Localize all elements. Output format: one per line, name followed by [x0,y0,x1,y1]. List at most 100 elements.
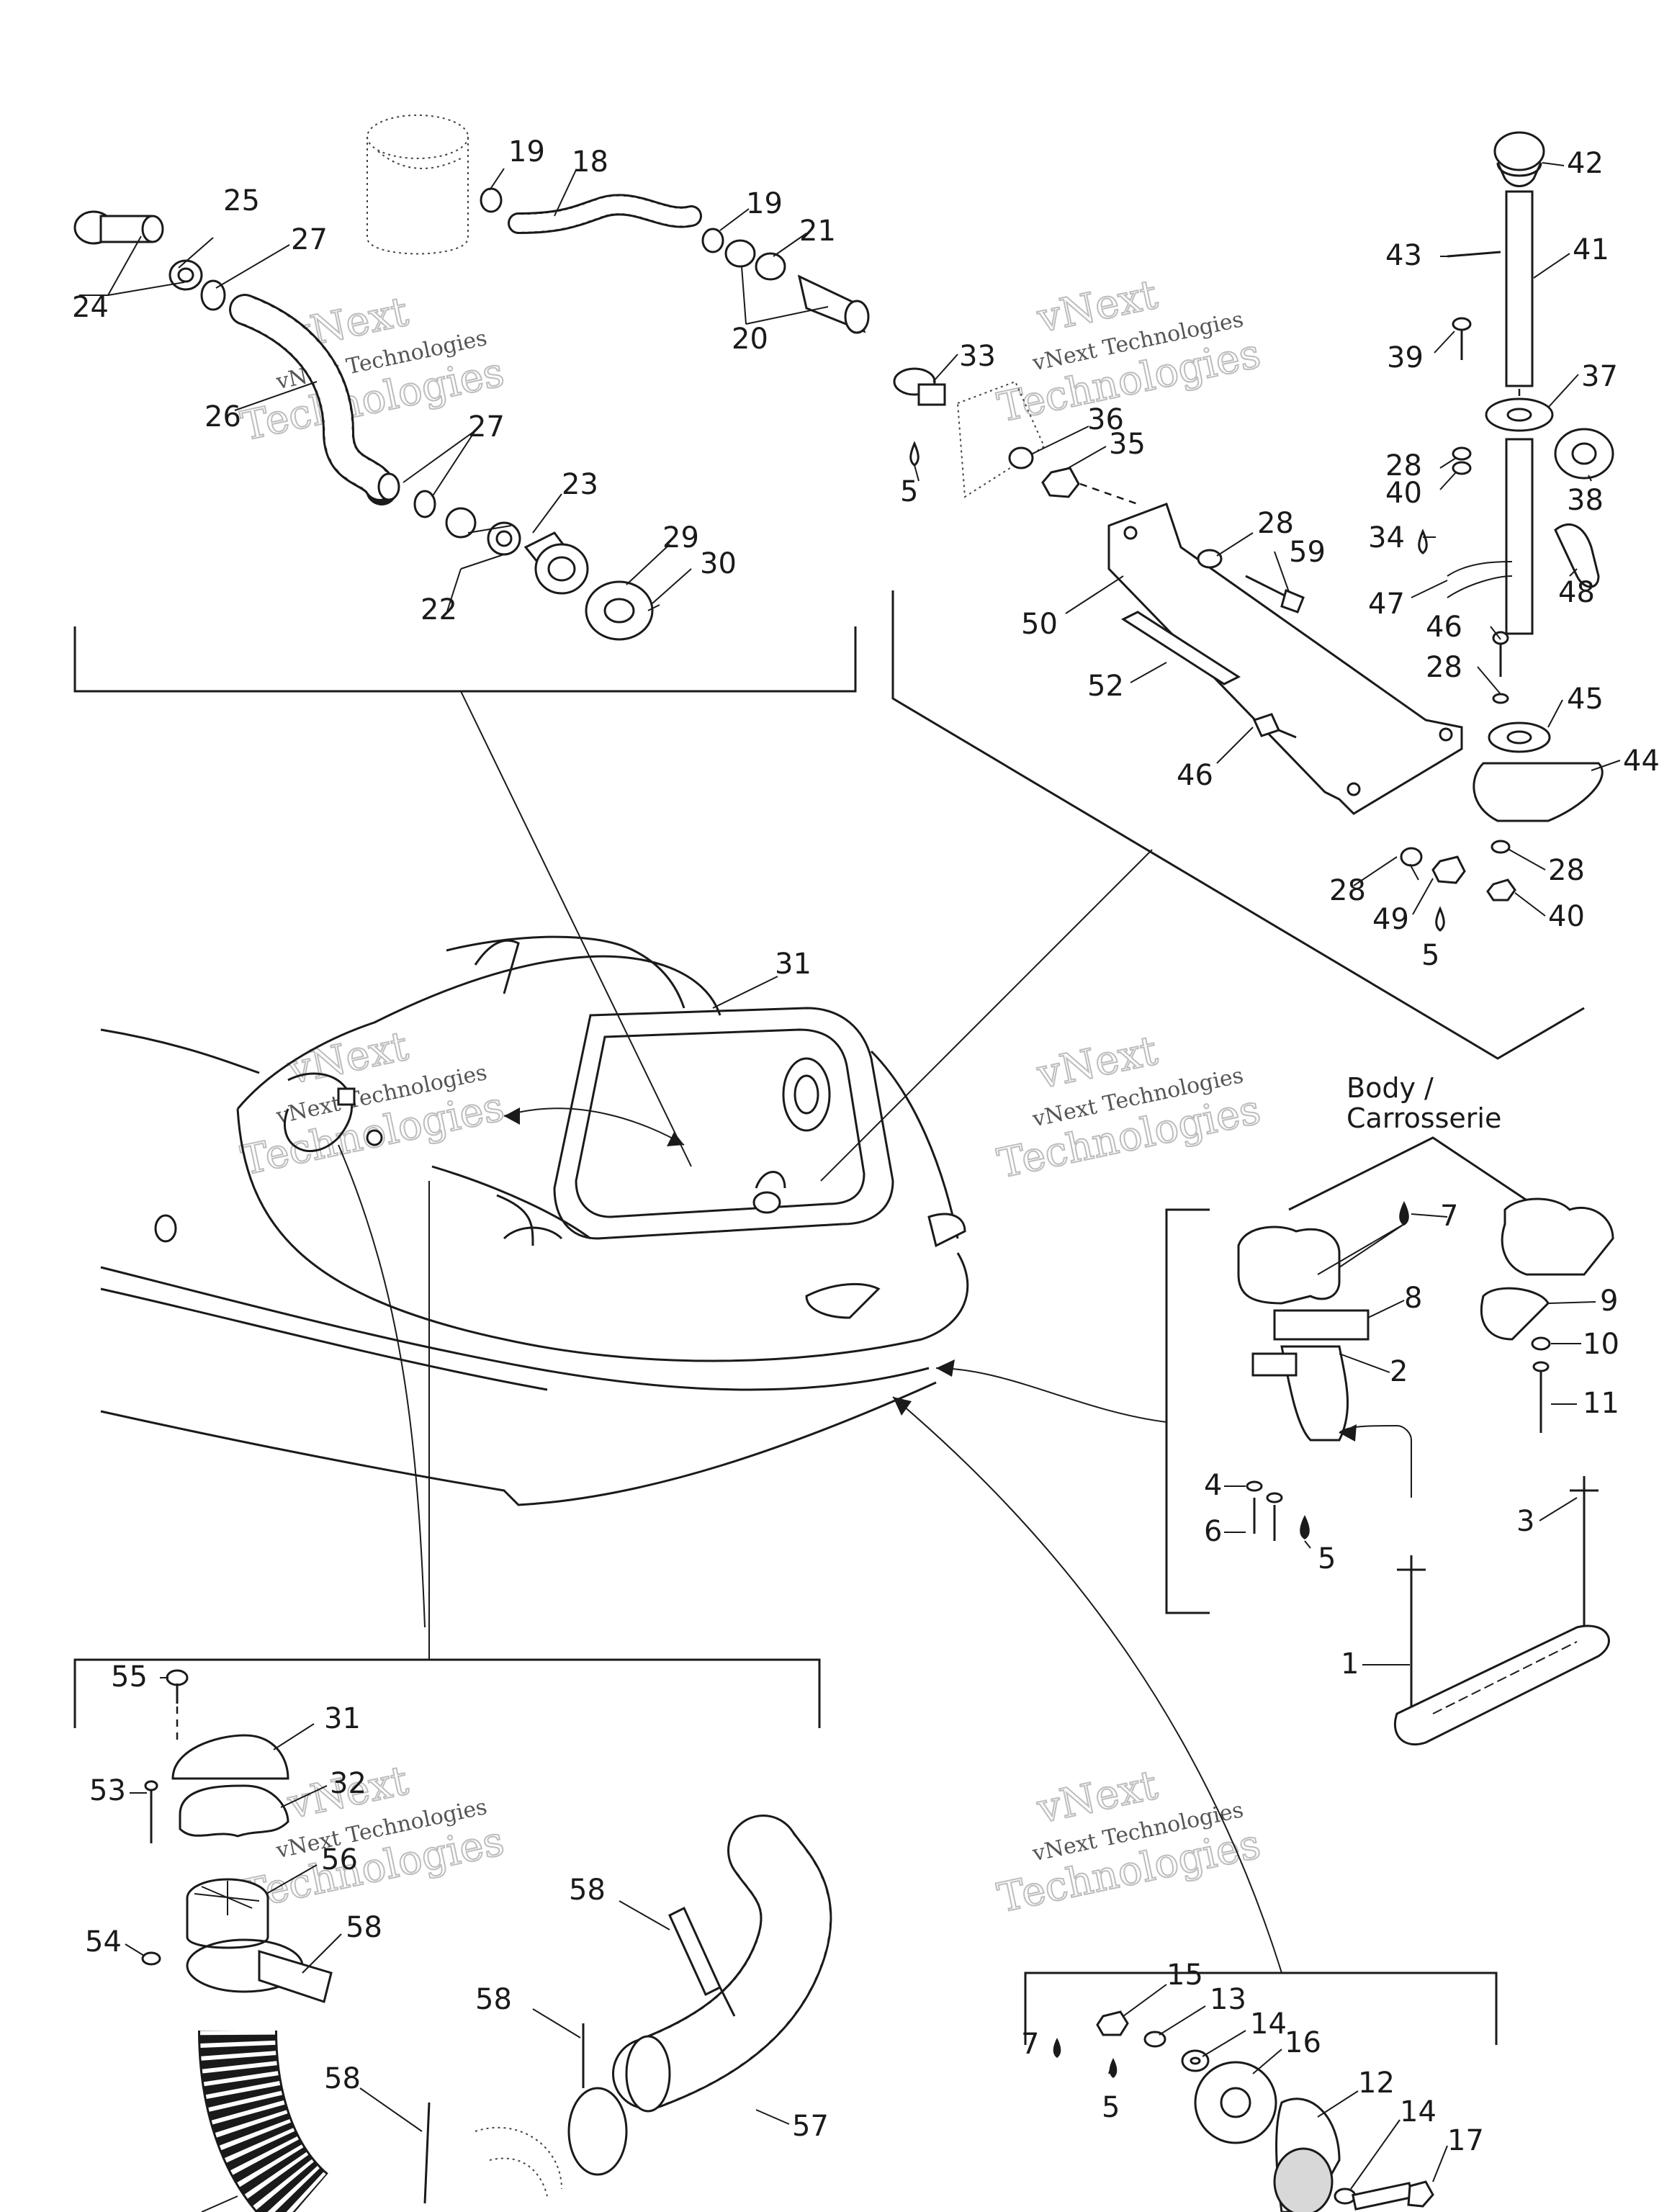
callout-19: 19 [746,187,783,220]
callout-34: 34 [1368,521,1405,554]
callout-7: 7 [1440,1200,1458,1233]
callout-13: 13 [1210,1983,1246,2016]
callout-58: 58 [346,1911,382,1944]
watercraft-hull [100,935,969,1628]
bottom-right-drain [1053,2010,1434,2212]
top-left-fittings [73,114,870,641]
bracket-body [935,1208,1210,1614]
drop-icon [1418,529,1428,554]
callout-15: 15 [1166,1959,1203,1992]
callout-10: 10 [1583,1328,1619,1361]
callout-49: 49 [1372,903,1409,936]
callout-44: 44 [1623,745,1659,778]
callout-36: 36 [1087,403,1124,436]
callout-37: 37 [1581,360,1618,393]
bracket-top-left [73,626,857,1167]
callout-28: 28 [1548,854,1585,887]
callout-18: 18 [572,145,608,179]
callout-50: 50 [1021,608,1058,641]
callout-52: 52 [1087,670,1124,703]
callout-31: 31 [324,1702,361,1735]
callout-25: 25 [223,184,260,217]
callout-24: 24 [72,291,109,324]
callout-14: 14 [1250,2008,1287,2041]
callout-20: 20 [732,323,768,356]
body-step-assembly [1237,1136,1614,1746]
callout-38: 38 [1567,484,1604,517]
callout-54: 54 [85,1925,122,1959]
callout-47: 47 [1368,588,1405,621]
callout-8: 8 [1404,1282,1422,1315]
callout-22: 22 [421,593,457,626]
callout-2: 2 [1390,1355,1408,1388]
drop-icon [1109,2058,1118,2078]
callout-11: 11 [1583,1387,1619,1420]
callout-58: 58 [324,2062,361,2095]
callout-46: 46 [1426,611,1462,644]
callout-9: 9 [1600,1285,1618,1318]
drop-icon [909,441,920,467]
callout-48: 48 [1558,576,1595,609]
callout-42: 42 [1567,147,1604,180]
callout-12: 12 [1358,2067,1395,2100]
callout-6: 6 [1204,1515,1222,1548]
watermark-mid-right: vNext vNext Technologies Technologies [993,1027,1265,1189]
bracket-bottom-right [892,1396,1498,2045]
top-right-assembly [893,131,1614,932]
section-title-line2: Carrosserie [1346,1102,1501,1134]
section-title-line1: Body / [1346,1072,1434,1104]
callout-35: 35 [1109,428,1146,461]
callout-1: 1 [1341,1647,1359,1681]
callout-27: 27 [291,223,328,256]
callout-28: 28 [1385,449,1422,482]
bracket-bottom-left [73,1181,821,1728]
drop-icon [1053,2038,1061,2058]
callout-58: 58 [475,1983,512,2016]
callout-28: 28 [1426,651,1462,684]
callout-58: 58 [569,1874,606,1907]
drop-icon [1399,1201,1409,1226]
callout-labels: 25 27 24 26 27 23 22 29 30 19 18 19 21 2… [72,135,1659,2157]
callout-56: 56 [321,1843,358,1876]
watermark-top-left: vNext vNext Technologies Technologies [237,287,509,451]
callout-32: 32 [330,1767,367,1800]
callout-7: 7 [1021,2028,1039,2061]
callout-23: 23 [562,468,598,501]
callout-5: 5 [900,475,918,508]
bracket-top-right [820,590,1585,1182]
callout-59: 59 [1289,536,1326,569]
callout-29: 29 [662,521,699,554]
callout-45: 45 [1567,683,1604,716]
callout-26: 26 [204,400,241,433]
callout-40: 40 [1385,477,1422,510]
callout-5: 5 [1318,1542,1336,1575]
callout-43: 43 [1385,239,1422,272]
callout-3: 3 [1516,1505,1534,1538]
callout-27: 27 [468,410,505,444]
callout-31: 31 [775,948,811,981]
callout-53: 53 [89,1774,126,1807]
callout-28: 28 [1329,874,1366,907]
callout-16: 16 [1285,2026,1321,2059]
callout-33: 33 [959,340,996,373]
callout-28: 28 [1257,507,1294,540]
drop-icon [1300,1515,1310,1539]
callout-5: 5 [1421,939,1439,972]
drop-icon [1435,906,1445,932]
callout-46: 46 [1177,759,1213,792]
callout-55: 55 [111,1660,148,1694]
callout-21: 21 [799,215,836,248]
callout-41: 41 [1573,233,1609,266]
callout-17: 17 [1447,2124,1484,2157]
callout-57: 57 [792,2110,829,2143]
watermark-mid-left: vNext vNext Technologies Technologies [237,1022,509,1185]
leader-lines [79,162,1621,2212]
bottom-left-vent [141,1669,832,2212]
callout-5: 5 [1102,2091,1120,2124]
callout-19: 19 [508,135,545,168]
watermark-bottom-right: vNext vNext Technologies Technologies [993,1761,1265,1923]
callout-14: 14 [1400,2095,1437,2128]
callout-4: 4 [1204,1469,1222,1502]
